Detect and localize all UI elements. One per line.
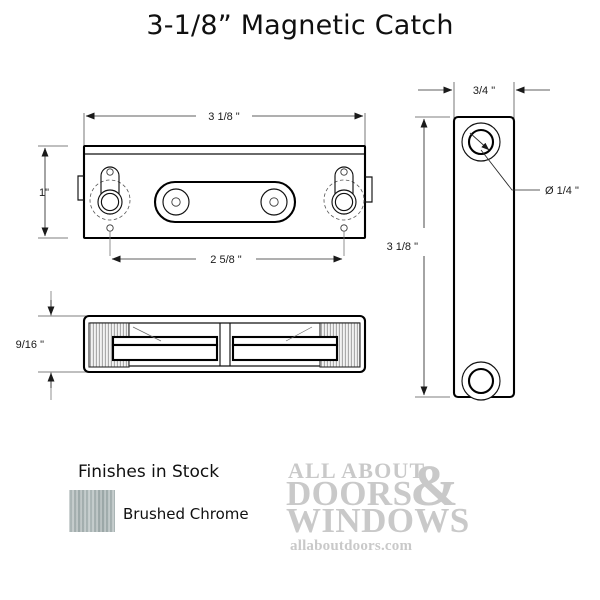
section-view-group: 9/16 " (16, 291, 367, 400)
watermark-line-doors: DOORS (286, 474, 413, 513)
front-height-label: 1" (39, 187, 49, 199)
section-thickness-dimension: 9/16 " (16, 291, 88, 400)
front-hole-spacing-label: 2 5/8 " (210, 254, 242, 266)
side-length-label: 3 1/8 " (387, 241, 419, 253)
section-right-magnet (231, 326, 339, 362)
watermark-line-all-about: ALL ABOUT (288, 458, 426, 483)
section-thickness-label: 9/16 " (16, 339, 44, 351)
front-height-dimension: 1" (38, 145, 68, 239)
side-width-label: 3/4 " (473, 85, 495, 97)
side-top-hole (461, 122, 501, 162)
side-length-dimension: 3 1/8 " (387, 116, 450, 398)
watermark-website: allaboutdoors.com (290, 538, 413, 554)
finish-swatch-brushed-chrome[interactable] (69, 490, 115, 532)
hole-diameter-callout: Ø 1/4 " (480, 149, 579, 197)
side-view-group: 3/4 " Ø 1/4 " (387, 82, 579, 401)
watermark-logo: ALL ABOUT DOORS & WINDOWS allaboutdoors.… (286, 455, 586, 565)
section-left-magnet (111, 326, 219, 362)
watermark-ampersand: & (410, 453, 459, 518)
finish-swatch-label: Brushed Chrome (123, 505, 249, 523)
side-width-dimension: 3/4 " (418, 82, 550, 120)
page-title: 3-1/8” Magnetic Catch (146, 10, 454, 41)
watermark-line-windows: WINDOWS (286, 501, 470, 540)
right-mounting-hole (323, 166, 365, 256)
front-length-dimension: 3 1/8 " (83, 111, 366, 146)
hole-diameter-label: Ø 1/4 " (545, 185, 579, 197)
center-strike-plate (153, 180, 297, 224)
front-hole-spacing-dimension: 2 5/8 " (111, 254, 343, 266)
side-bottom-hole (461, 361, 501, 401)
finishes-heading: Finishes in Stock (78, 462, 220, 482)
front-length-label: 3 1/8 " (208, 111, 240, 123)
left-mounting-hole (89, 166, 131, 256)
front-view-group: 3 1/8 " (38, 111, 373, 266)
